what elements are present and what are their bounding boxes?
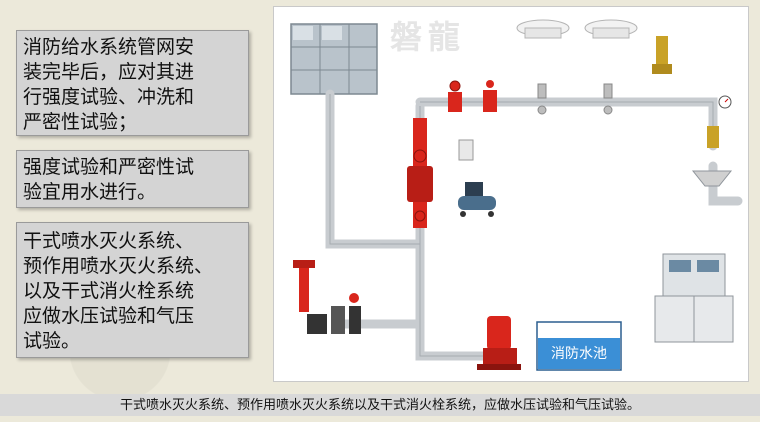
note-dry-system: 干式喷水灭火系统、 预作用喷水灭火系统、 以及干式消火栓系统 应做水压试验和气压…	[16, 222, 249, 358]
fire-alarm-control-panel-icon	[654, 253, 734, 343]
pool-label: 消防水池	[551, 345, 607, 361]
water-tank-icon	[290, 23, 378, 95]
note-pressure-test: 消防给水系统管网安 装完毕后，应对其进 行强度试验、冲洗和 严密性试验；	[16, 30, 249, 136]
alarm-valve-icon	[407, 118, 433, 228]
sprinkler-head-icon	[537, 83, 613, 115]
hydrant-icon	[293, 260, 315, 312]
caption-bar: 干式喷水灭火系统、预作用喷水灭火系统以及干式消火栓系统，应做水压试验和气压试验。	[0, 394, 760, 416]
signal-valve-icon	[448, 80, 497, 112]
note-water-test: 强度试验和严密性试 验宜用水进行。	[16, 150, 249, 208]
fire-pump-icon	[477, 316, 521, 370]
air-compressor-icon	[458, 182, 496, 217]
smoke-detector-icon	[516, 19, 638, 39]
exhaust-valve-icon	[652, 36, 672, 74]
fire-pool: 消防水池	[536, 321, 622, 371]
gate-valve-icon	[307, 293, 361, 334]
pressure-gauge-icon	[718, 95, 732, 109]
watermark-logo: 磐龍	[390, 18, 467, 56]
pressure-switch-icon	[458, 139, 474, 161]
fire-water-system-diagram: 消防水池	[290, 19, 743, 371]
end-test-valve-icon	[691, 126, 733, 187]
